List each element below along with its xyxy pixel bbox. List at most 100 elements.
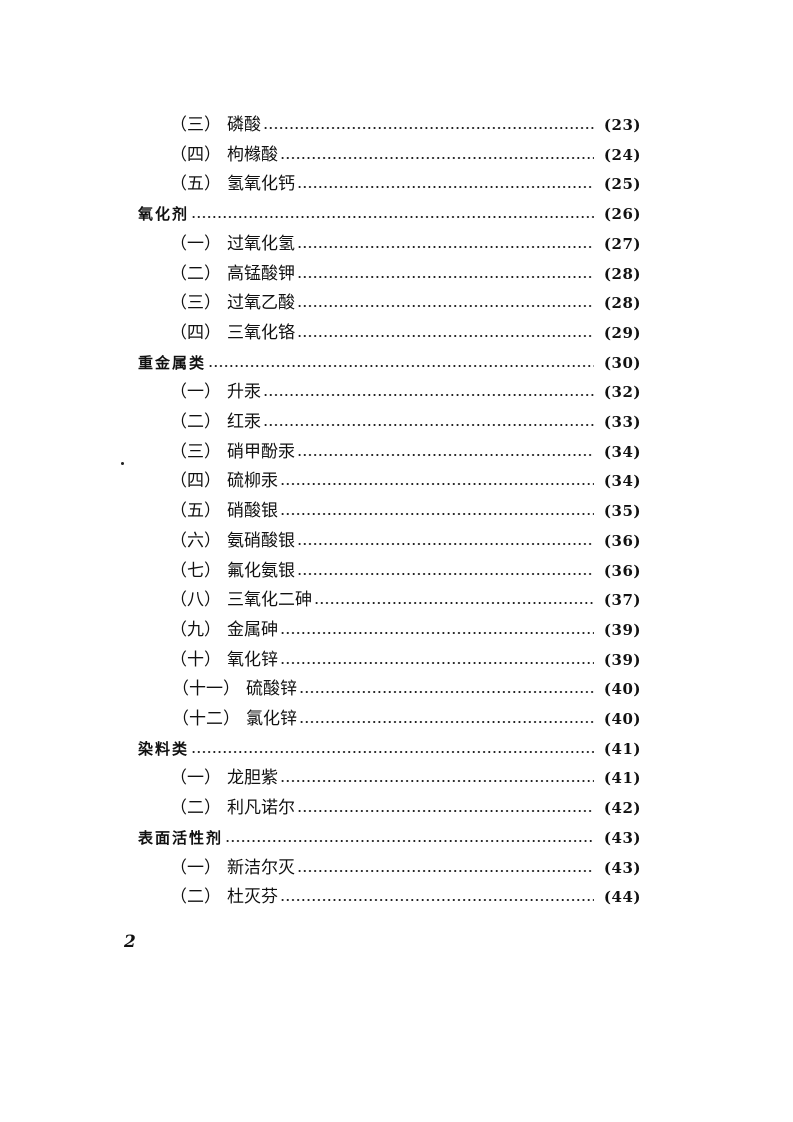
dot-leader <box>297 810 594 813</box>
section-title: 表面活性剂 <box>138 828 224 847</box>
entry-title: 三氧化二砷 <box>227 590 312 611</box>
dot-leader <box>297 453 594 456</box>
toc-entry-potassium-permanganate[interactable]: （二） 高锰酸钾 (28) <box>170 260 641 288</box>
entry-title: 硫酸锌 <box>246 679 297 700</box>
entry-number: （三） <box>170 441 221 462</box>
dot-leader <box>225 839 594 842</box>
dot-leader <box>280 899 594 902</box>
dot-leader <box>263 424 594 426</box>
entry-title: 高锰酸钾 <box>227 263 295 284</box>
toc-entry-metallic-arsenic[interactable]: （九） 金属砷 (39) <box>170 616 641 644</box>
dot-leader <box>299 691 594 694</box>
entry-number: （三） <box>170 115 221 135</box>
toc-entry-thimerosal[interactable]: （四） 硫柳汞 (34) <box>170 467 641 495</box>
entry-page: (26) <box>603 205 641 224</box>
entry-number: （一） <box>170 233 221 254</box>
entry-title: 升汞 <box>227 382 261 403</box>
dot-leader <box>299 721 594 723</box>
entry-page: (25) <box>603 175 641 194</box>
dot-leader <box>297 305 594 308</box>
dot-leader <box>280 631 594 634</box>
toc-entry-zinc-sulfate[interactable]: （十一） 硫酸锌 (40) <box>172 675 641 703</box>
entry-page: (39) <box>603 650 641 669</box>
entry-title: 氢氧化钙 <box>227 174 295 195</box>
dot-leader <box>297 334 594 337</box>
toc-entry-chromium-trioxide[interactable]: （四） 三氧化铬 (29) <box>170 319 641 347</box>
entry-page: (34) <box>603 472 641 491</box>
entry-page: (40) <box>603 680 641 699</box>
toc-entry-domiphen-bromide[interactable]: （二） 杜灭芬 (44) <box>170 883 641 911</box>
dot-leader <box>280 483 594 486</box>
entry-page: (39) <box>603 620 641 639</box>
toc-section-dyes[interactable]: 染料类 (41) <box>138 735 641 763</box>
toc-entry-mercuric-chloride[interactable]: （一） 升汞 (32) <box>170 378 641 406</box>
entry-number: （四） <box>170 144 221 165</box>
toc-entry-zinc-chloride[interactable]: （十二） 氯化锌 (40) <box>172 705 641 733</box>
toc-section-heavy-metals[interactable]: 重金属类 (30) <box>138 349 641 377</box>
entry-title: 硝甲酚汞 <box>227 441 295 462</box>
toc-entry-zinc-oxide[interactable]: （十） 氧化锌 (39) <box>170 646 641 674</box>
toc-entry-merbromin[interactable]: （二） 红汞 (33) <box>170 408 641 436</box>
entry-page: (43) <box>603 858 641 877</box>
entry-page: (44) <box>603 888 641 907</box>
entry-page: (30) <box>603 353 641 372</box>
dot-leader <box>263 394 594 397</box>
dot-leader <box>297 572 594 575</box>
dot-leader <box>191 750 594 753</box>
toc-entry-silver-nitrate[interactable]: （五） 硝酸银 (35) <box>170 497 641 525</box>
entry-page: (36) <box>603 561 641 580</box>
entry-number: （八） <box>170 590 221 611</box>
entry-number: （一） <box>170 382 221 403</box>
entry-number: （二） <box>170 263 221 284</box>
toc-entry-calcium-hydroxide[interactable]: （五） 氢氧化钙 (25) <box>170 170 641 198</box>
entry-title: 枸橼酸 <box>227 144 278 165</box>
entry-title: 磷酸 <box>227 115 261 135</box>
toc-section-oxidizers[interactable]: 氧化剂 (26) <box>138 200 641 228</box>
toc-entry-arsenic-trioxide[interactable]: （八） 三氧化二砷 (37) <box>170 586 641 614</box>
entry-number: （一） <box>170 857 221 878</box>
dot-leader <box>280 780 594 783</box>
entry-number: （二） <box>170 412 221 432</box>
entry-page: (43) <box>603 828 641 847</box>
entry-page: (27) <box>603 234 641 253</box>
toc-entry-rivanol[interactable]: （二） 利凡诺尔 (42) <box>170 794 641 822</box>
toc-entry-hydrogen-peroxide[interactable]: （一） 过氧化氢 (27) <box>170 230 641 258</box>
entry-page: (29) <box>603 323 641 342</box>
toc-entry-peracetic-acid[interactable]: （三） 过氧乙酸 (28) <box>170 289 641 317</box>
dot-leader <box>314 602 594 605</box>
toc-entry-silver-diamine-fluoride[interactable]: （七） 氟化氨银 (36) <box>170 557 641 585</box>
scan-speck <box>121 462 124 465</box>
entry-page: (32) <box>603 383 641 402</box>
entry-page: (40) <box>603 710 641 728</box>
entry-page: (33) <box>603 413 641 431</box>
entry-title: 利凡诺尔 <box>227 798 295 819</box>
toc-entry-ammoniacal-silver-nitrate[interactable]: （六） 氨硝酸银 (36) <box>170 527 641 555</box>
entry-title: 硝酸银 <box>227 501 278 522</box>
toc-entry-benzalkonium-bromide[interactable]: （一） 新洁尔灭 (43) <box>170 854 641 882</box>
toc-entry-phosphoric-acid[interactable]: （三） 磷酸 (23) <box>170 111 641 139</box>
entry-page: (24) <box>603 145 641 164</box>
section-title: 氧化剂 <box>138 205 190 224</box>
dot-leader <box>297 542 594 545</box>
entry-page: (41) <box>603 739 641 758</box>
toc-entry-nitromersol[interactable]: （三） 硝甲酚汞 (34) <box>170 438 641 466</box>
dot-leader <box>208 364 594 367</box>
entry-title: 金属砷 <box>227 619 278 640</box>
toc-section-surfactants[interactable]: 表面活性剂 (43) <box>138 824 641 852</box>
dot-leader <box>297 186 594 189</box>
entry-number: （二） <box>170 887 221 908</box>
entry-title: 过氧乙酸 <box>227 293 295 314</box>
toc-entry-gentian-violet[interactable]: （一） 龙胆紫 (41) <box>170 764 641 792</box>
entry-number: （六） <box>170 530 221 551</box>
entry-title: 红汞 <box>227 412 261 432</box>
entry-title: 氟化氨银 <box>227 560 295 581</box>
section-title: 染料类 <box>138 739 190 758</box>
entry-number: （十一） <box>172 679 240 700</box>
dot-leader <box>280 156 594 159</box>
entry-number: （一） <box>170 768 221 789</box>
dot-leader <box>191 216 594 219</box>
toc-entry-citric-acid[interactable]: （四） 枸橼酸 (24) <box>170 141 641 169</box>
entry-title: 氧化锌 <box>227 649 278 670</box>
dot-leader <box>280 661 594 664</box>
dot-leader <box>263 127 594 129</box>
